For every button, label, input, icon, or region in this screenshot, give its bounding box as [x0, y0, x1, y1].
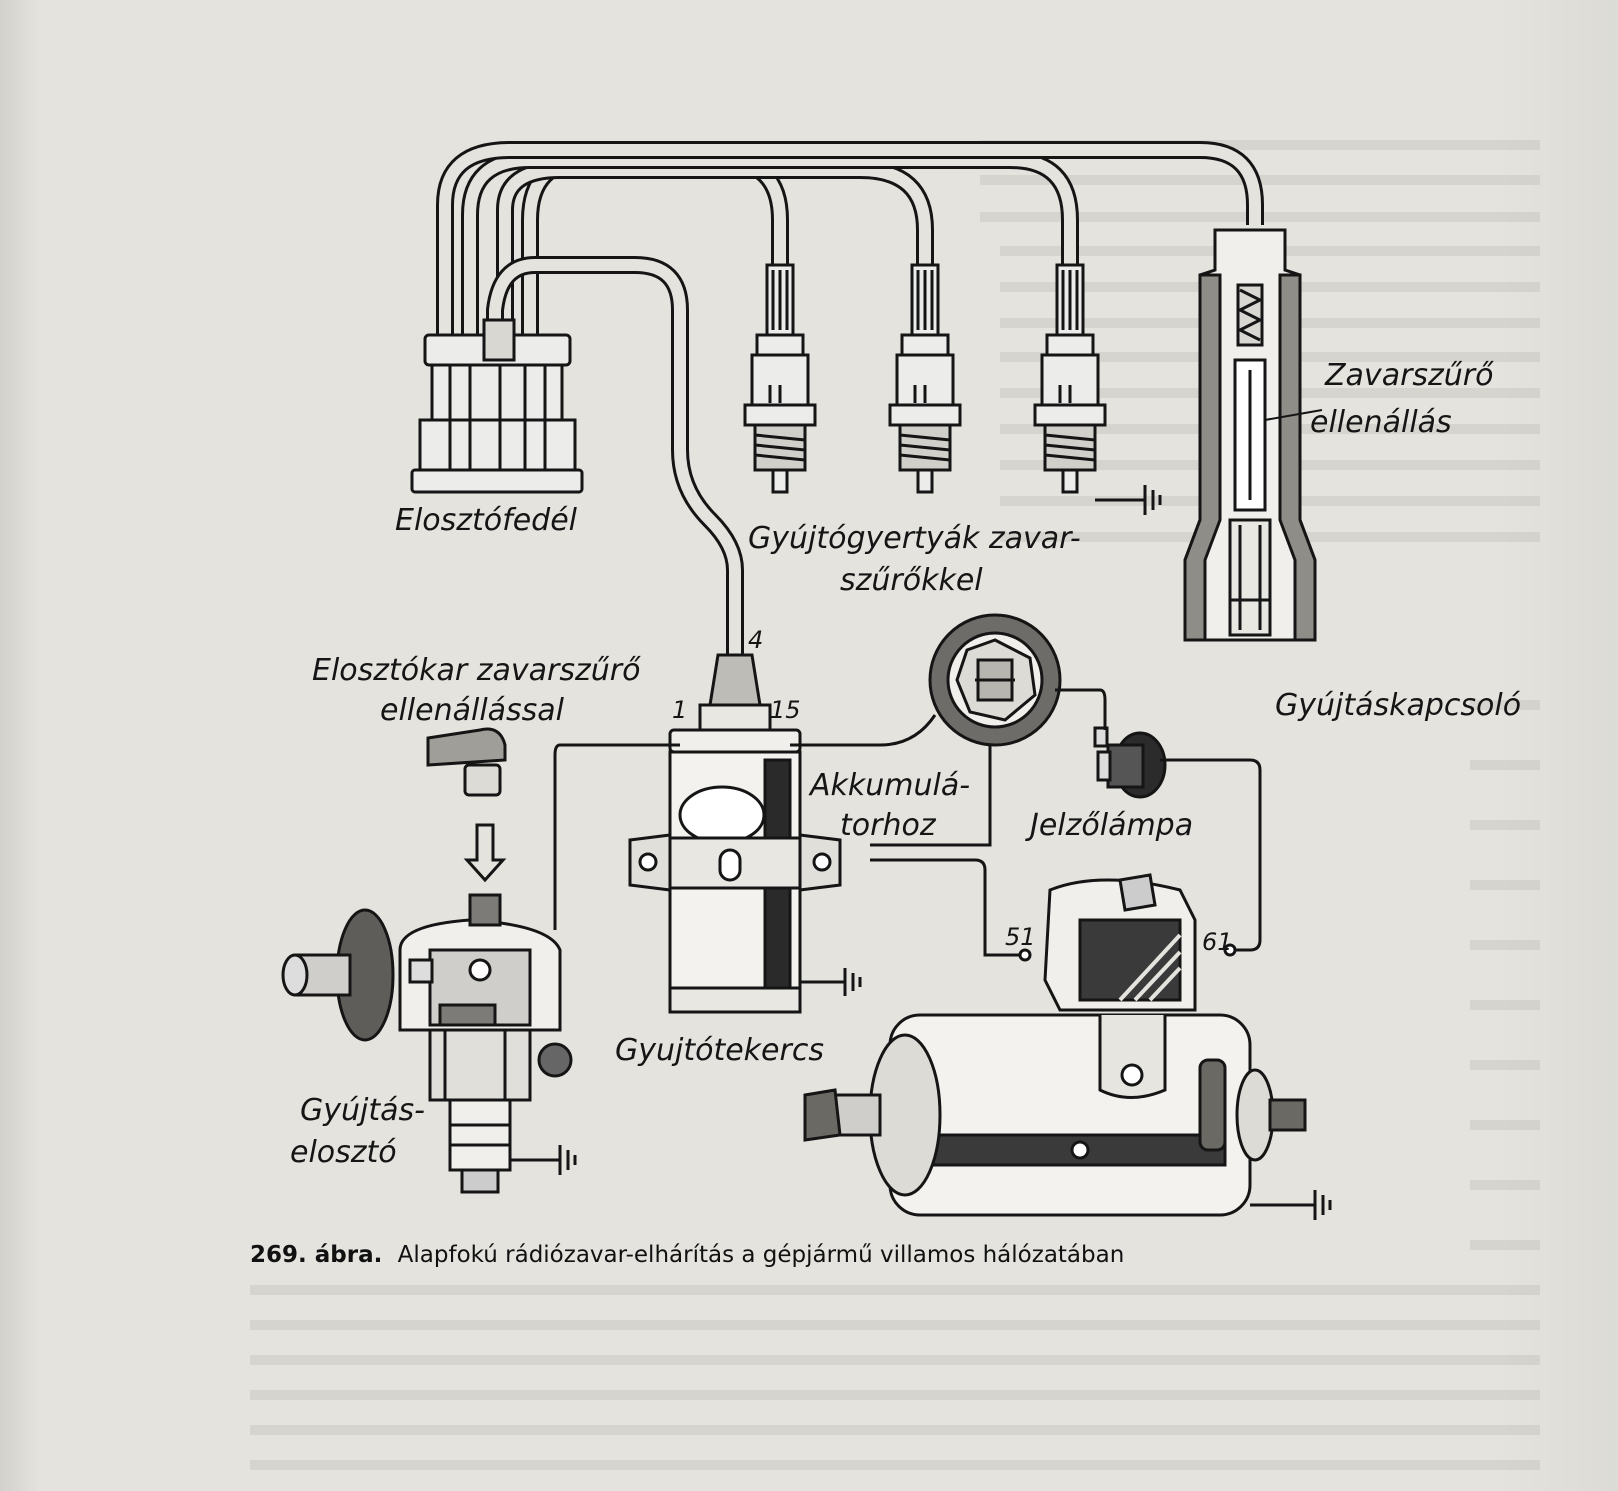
terminal-51: 51 [1005, 923, 1036, 951]
label-spark-plugs-line2: szűrőkkel [840, 563, 983, 598]
resistor-leader-line [1264, 409, 1323, 421]
warning-lamp [1093, 726, 1167, 799]
figure-caption-text: Alapfokú rádiózavar-elhárítás a gépjármű… [398, 1242, 1125, 1268]
terminal-15: 15 [770, 696, 801, 724]
generator [803, 1013, 1332, 1220]
label-distributor-line2: elosztó [290, 1135, 397, 1170]
spark-plug-1 [743, 263, 817, 494]
page-shadow-right [1498, 0, 1618, 1491]
ignition-cables [436, 141, 1264, 655]
figure-caption: 269. ábra. Alapfokú rádiózavar-elhárítás… [250, 1242, 1124, 1268]
spark-plug-2 [888, 263, 962, 494]
label-ignition-coil: Gyujtótekercs [615, 1033, 824, 1068]
terminal-61: 61 [1202, 928, 1233, 956]
label-distributor-line1: Gyújtás- [300, 1093, 425, 1128]
label-spark-plugs-line1: Gyújtógyertyák zavar- [748, 521, 1081, 556]
terminal-1: 1 [672, 696, 687, 724]
label-suppression-resistor-line2: ellenállás [1310, 405, 1452, 440]
rotor-arm [426, 727, 507, 797]
label-rotor-line2: ellenállással [380, 693, 565, 728]
suppression-resistor-connector [1183, 228, 1317, 642]
voltage-regulator [1018, 873, 1237, 1012]
ignition-switch [928, 613, 1062, 747]
down-arrow-icon [463, 823, 507, 883]
label-rotor-line1: Elosztókar zavarszűrő [312, 653, 641, 688]
low-voltage-wiring [553, 688, 1262, 957]
label-warning-lamp: Jelzőlámpa [1025, 808, 1193, 843]
page-shadow-left [0, 0, 40, 1491]
label-ignition-switch: Gyújtáskapcsoló [1275, 688, 1521, 723]
label-suppression-resistor-line1: Zavarszűrő [1324, 358, 1494, 393]
distributor-cap [410, 318, 584, 494]
terminal-4: 4 [748, 626, 763, 654]
ignition-coil [628, 653, 862, 1014]
label-distributor-cap: Elosztófedél [395, 503, 578, 538]
figure-number: 269. ábra. [250, 1242, 382, 1268]
spark-plug-3 [1033, 263, 1162, 515]
label-to-battery-line1: Akkumulá- [808, 768, 970, 803]
ignition-distributor [281, 893, 577, 1194]
label-to-battery-line2: torhoz [840, 808, 937, 843]
